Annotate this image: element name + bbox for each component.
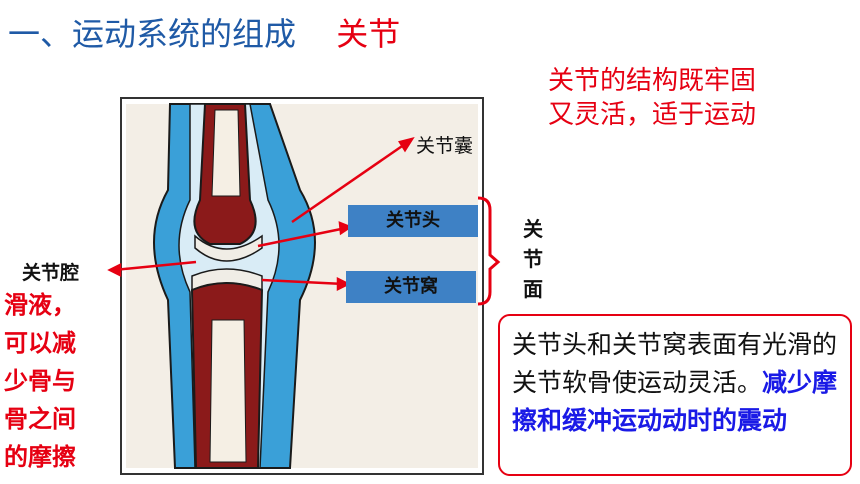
surface-char-2: 节 xyxy=(523,247,543,271)
cavity-label: 关节腔 xyxy=(22,262,80,284)
articular-surface-label: 关 节 面 xyxy=(518,214,548,304)
title-main: 一、运动系统的组成 xyxy=(8,15,297,53)
capsule-label: 关节囊 xyxy=(416,135,474,157)
capsule-pointer-head xyxy=(398,137,415,153)
cartilage-info-box: 关节头和关节窝表面有光滑的关节软骨使运动灵活。减少摩擦和缓冲运动动时的震动 xyxy=(498,314,852,476)
title-accent: 关节 xyxy=(336,15,401,53)
cartilage-info-plain: 关节头和关节窝表面有光滑的关节软骨使运动灵活。 xyxy=(512,330,838,397)
structure-note-line2: 又灵活，适于运动 xyxy=(548,100,757,130)
socket-pointer-head xyxy=(336,276,351,292)
cavity-pointer xyxy=(113,260,197,272)
articular-cartilage-head xyxy=(194,234,263,262)
head-label: 关节头 xyxy=(348,205,478,237)
capsule-pointer xyxy=(291,140,409,224)
synovial-fluid-note: 滑液， 可以减 少骨与 骨之间 的摩擦 xyxy=(4,286,116,476)
socket-label: 关节窝 xyxy=(346,271,476,303)
upper-bone-marrow xyxy=(211,109,241,197)
head-pointer xyxy=(257,226,347,248)
cartilage-info-emphasis: 减少摩擦和缓冲运动动时的震动 xyxy=(512,368,838,435)
synovial-line-5: 的摩擦 xyxy=(4,443,76,471)
cavity-pointer-head xyxy=(107,262,122,278)
surface-bracket xyxy=(477,196,501,306)
lower-bone-marrow xyxy=(209,319,247,463)
structure-note: 关节的结构既牢固 又灵活，适于运动 xyxy=(548,64,848,132)
page-title: 一、运动系统的组成 关节 xyxy=(8,14,400,54)
surface-char-1: 关 xyxy=(523,217,543,241)
structure-note-line1: 关节的结构既牢固 xyxy=(548,66,757,96)
head-pointer-head xyxy=(338,221,353,236)
synovial-line-4: 骨之间 xyxy=(4,405,76,433)
synovial-line-3: 少骨与 xyxy=(4,367,76,395)
surface-char-3: 面 xyxy=(523,277,543,301)
synovial-line-2: 可以减 xyxy=(4,329,76,357)
socket-pointer xyxy=(261,278,345,286)
synovial-line-1: 滑液， xyxy=(4,291,76,319)
